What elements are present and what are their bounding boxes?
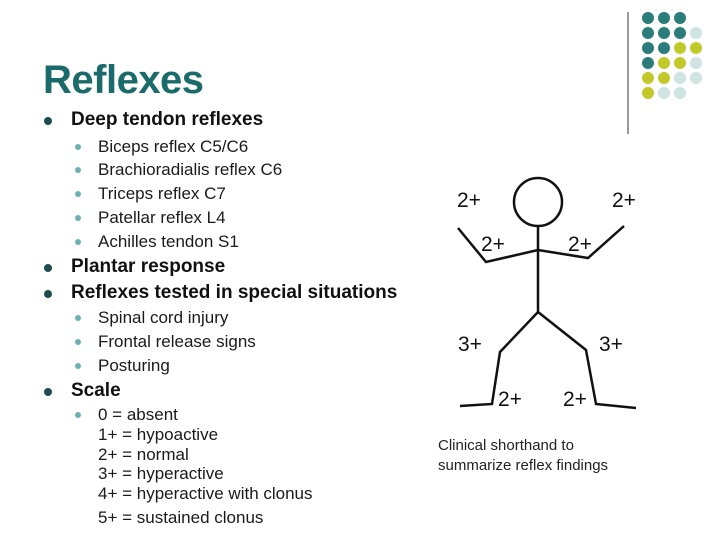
- figure-right-arm: [537, 225, 625, 260]
- decorative-dot: [674, 12, 686, 24]
- figure-left-arm: [457, 227, 539, 264]
- decorative-dot: [642, 42, 654, 54]
- decorative-divider: [627, 12, 629, 134]
- dot-grid-group: [642, 12, 702, 99]
- decorative-dot: [690, 72, 702, 84]
- caption-line-2: summarize reflex findings: [438, 457, 609, 474]
- bullet-plantar-response: Plantar response: [43, 256, 226, 277]
- decorative-dot: [674, 87, 686, 99]
- bullet-special-situations: Reflexes tested in special situations: [43, 282, 398, 303]
- label-ankle-left: 2+: [498, 388, 522, 411]
- decorative-dot: [658, 12, 670, 24]
- scale-line-5: 5+ = sustained clonus: [98, 508, 264, 527]
- sub-bullet-triceps: Triceps reflex C7: [75, 184, 226, 203]
- decorative-dot: [658, 42, 670, 54]
- decorative-dot: [658, 57, 670, 69]
- sub-bullet-frontal-release: Frontal release signs: [75, 332, 256, 351]
- scale-line-4: 4+ = hyperactive with clonus: [98, 484, 313, 503]
- decorative-dot: [690, 27, 702, 39]
- decorative-dot: [642, 57, 654, 69]
- label-elbow-right: 2+: [568, 233, 592, 256]
- scale-line-2: 2+ = normal: [98, 445, 189, 464]
- decorative-dot: [674, 72, 686, 84]
- sub-bullet-brachioradialis: Brachioradialis reflex C6: [74, 160, 283, 179]
- label-elbow-left: 2+: [481, 233, 505, 256]
- scale-line-3: 3+ = hyperactive: [98, 464, 224, 483]
- page-title: Reflexes: [43, 58, 204, 102]
- decorative-dot: [642, 12, 654, 24]
- bullet-scale: Scale: [44, 380, 121, 401]
- decorative-dot: [674, 57, 686, 69]
- scale-line-0: 0 = absent: [75, 405, 178, 424]
- sub-bullet-biceps: Biceps reflex C5/C6: [74, 137, 249, 156]
- figure-caption: Clinical shorthand to summarize reflex f…: [438, 436, 608, 476]
- sub-bullet-posturing: Posturing: [75, 356, 170, 375]
- label-upper-arm-left: 2+: [457, 189, 481, 212]
- decorative-dot: [658, 72, 670, 84]
- decorative-dot-grid: [642, 12, 702, 99]
- figure-right-leg: [537, 311, 637, 410]
- label-ankle-right: 2+: [563, 388, 587, 411]
- label-upper-arm-right: 2+: [612, 189, 636, 212]
- decorative-dot: [658, 27, 670, 39]
- bullet-deep-tendon-reflexes: Deep tendon reflexes: [43, 109, 264, 130]
- decorative-dot: [674, 27, 686, 39]
- label-knee-left: 3+: [458, 333, 482, 356]
- caption-line-1: Clinical shorthand to: [438, 437, 574, 454]
- sub-bullet-achilles: Achilles tendon S1: [75, 232, 239, 251]
- sub-bullet-patellar: Patellar reflex L4: [75, 208, 226, 227]
- decorative-dot: [674, 42, 686, 54]
- decorative-dot: [690, 57, 702, 69]
- decorative-dot: [658, 87, 670, 99]
- figure-left-leg: [459, 311, 539, 408]
- figure-head: [512, 176, 564, 228]
- label-knee-right: 3+: [599, 333, 623, 356]
- stick-figure: [457, 176, 637, 410]
- decorative-dot: [642, 72, 654, 84]
- scale-line-1: 1+ = hypoactive: [98, 425, 219, 444]
- decorative-dot: [642, 87, 654, 99]
- decorative-dot: [642, 27, 654, 39]
- sub-bullet-spinal-cord: Spinal cord injury: [74, 308, 229, 327]
- decorative-dot: [690, 42, 702, 54]
